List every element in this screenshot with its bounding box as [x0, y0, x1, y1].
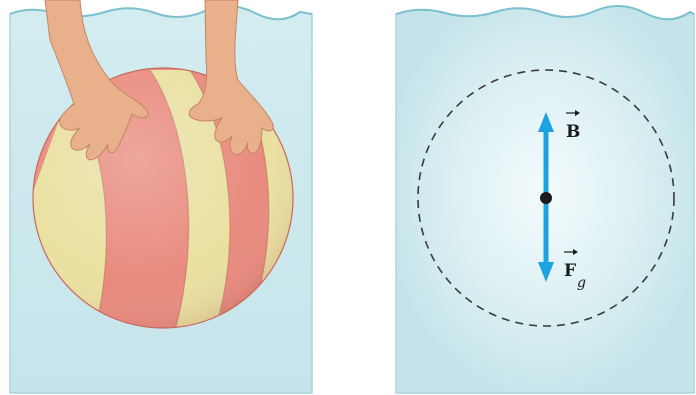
buoyant-force-symbol: B	[566, 122, 580, 142]
center-of-mass-dot	[540, 192, 552, 204]
gravity-force-subscript: g	[577, 275, 586, 291]
gravity-force-symbol: F	[564, 261, 576, 281]
